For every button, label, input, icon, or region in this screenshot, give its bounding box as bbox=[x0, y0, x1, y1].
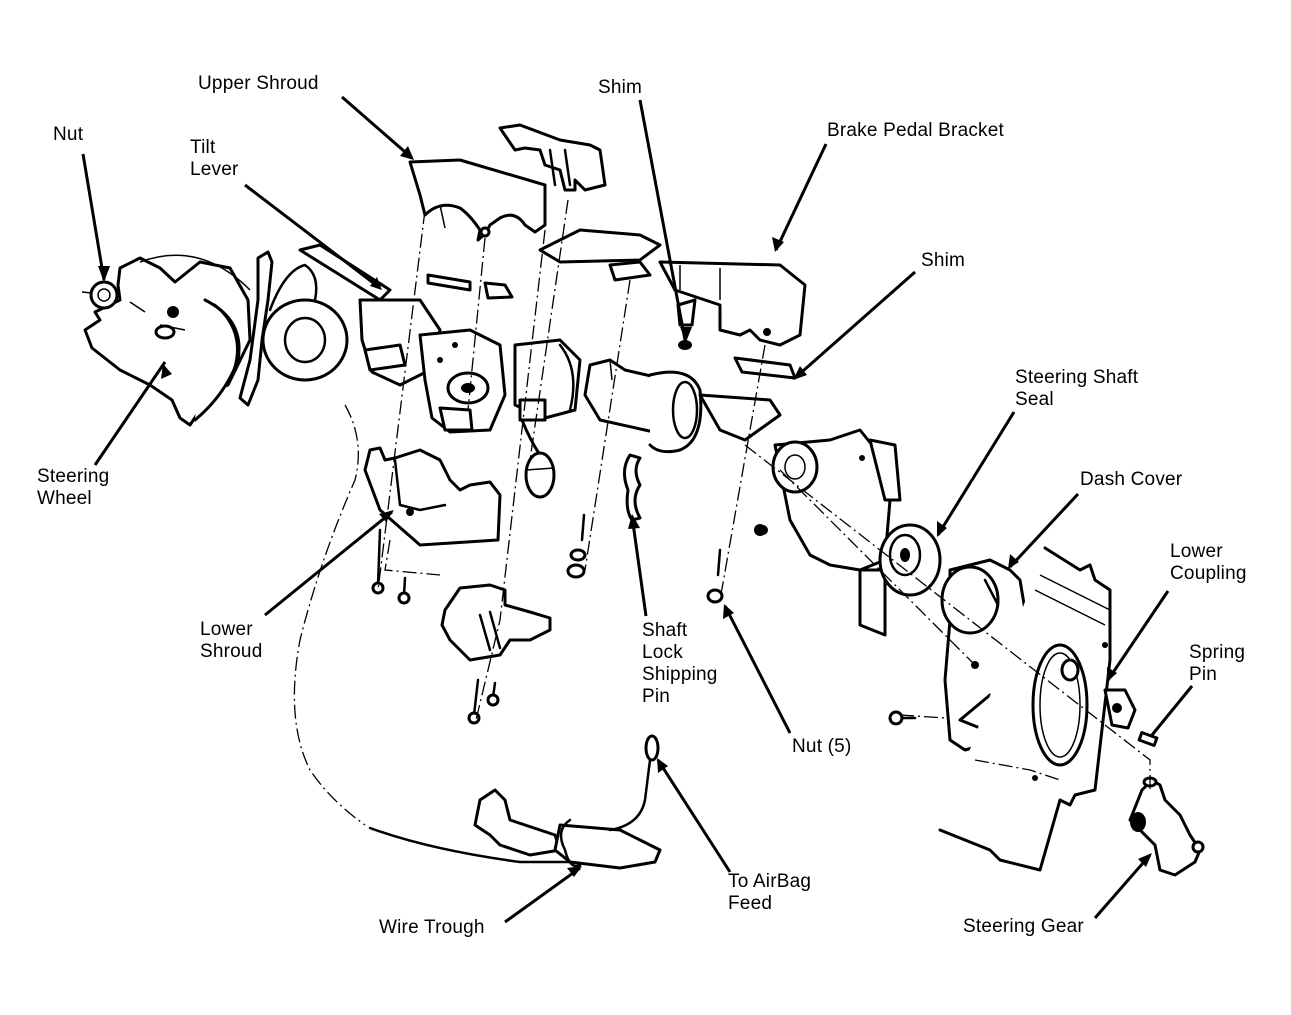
label-nut-5: Nut (5) bbox=[792, 736, 852, 757]
lower-bracket-part bbox=[440, 583, 552, 662]
clip-parts bbox=[426, 273, 514, 300]
wire-path bbox=[293, 404, 366, 826]
leader-dash-cover bbox=[1008, 492, 1080, 569]
column-jacket-part bbox=[583, 358, 782, 454]
steering-gear-part bbox=[1128, 776, 1205, 877]
bolt-part bbox=[888, 710, 917, 726]
steering-wheel-part bbox=[83, 254, 252, 427]
label-steering-gear: Steering Gear bbox=[963, 916, 1084, 937]
shipping-pin-part bbox=[623, 453, 642, 522]
leader-nut-5 bbox=[723, 605, 792, 734]
leader-shim-top bbox=[638, 99, 687, 341]
label-to-airbag-feed: To AirBag Feed bbox=[728, 871, 812, 914]
label-shim-top: Shim bbox=[598, 77, 643, 98]
shroud-cover-part bbox=[498, 123, 607, 192]
leader-lower-coupling bbox=[1106, 590, 1170, 681]
label-lower-shroud: Lower Shroud bbox=[200, 619, 263, 662]
nut-part bbox=[81, 280, 119, 310]
leader-brake-pedal-bracket bbox=[774, 143, 828, 251]
leader-tilt-lever bbox=[244, 183, 381, 290]
label-steering-shaft-seal: Steering Shaft Seal bbox=[1015, 367, 1139, 410]
leader-shipping-pin bbox=[630, 515, 648, 617]
leader-shim-right bbox=[794, 270, 916, 380]
tilt-head-part bbox=[238, 243, 442, 407]
lower-shroud-part bbox=[363, 446, 502, 547]
shim-part-top bbox=[676, 298, 697, 350]
leader-arrowheads bbox=[98, 146, 1152, 877]
shim-part-right bbox=[733, 356, 797, 380]
leader-lower-shroud bbox=[264, 510, 393, 617]
leader-steering-gear bbox=[1093, 854, 1152, 919]
label-shaft-lock-shipping-pin: Shaft Lock Shipping Pin bbox=[642, 620, 718, 707]
assembly-centerlines bbox=[377, 199, 1151, 790]
leader-wire-trough bbox=[504, 866, 581, 924]
lower-coupling-part bbox=[1103, 688, 1137, 730]
label-tilt-lever: Tilt Lever bbox=[190, 137, 239, 180]
label-spring-pin: Spring Pin bbox=[1189, 642, 1246, 685]
bulkhead-panel-part bbox=[938, 546, 1112, 872]
bearing-housing-part bbox=[754, 428, 902, 637]
leader-spring-pin bbox=[1150, 685, 1194, 736]
label-upper-shroud: Upper Shroud bbox=[198, 73, 319, 94]
leader-steering-shaft-seal bbox=[936, 411, 1016, 536]
switch-assembly-part bbox=[513, 338, 582, 499]
leader-nut bbox=[81, 153, 106, 281]
label-nut: Nut bbox=[53, 124, 84, 145]
wheel-hole bbox=[167, 306, 179, 318]
upper-shroud-part bbox=[408, 158, 547, 242]
leader-upper-shroud bbox=[341, 95, 413, 160]
label-shim-right: Shim bbox=[921, 250, 966, 271]
leader-to-airbag-feed bbox=[656, 759, 732, 873]
label-steering-wheel: Steering Wheel bbox=[37, 466, 110, 509]
screws bbox=[371, 513, 768, 725]
lock-housing-part bbox=[418, 328, 507, 434]
label-brake-pedal-bracket: Brake Pedal Bracket bbox=[827, 120, 1004, 141]
label-lower-coupling: Lower Coupling bbox=[1170, 541, 1247, 584]
leader-steering-wheel bbox=[93, 361, 167, 466]
spring-pin-part bbox=[1137, 731, 1159, 747]
label-dash-cover: Dash Cover bbox=[1080, 469, 1183, 490]
brake-pedal-bracket-part bbox=[538, 228, 807, 347]
wire-trough-part bbox=[368, 734, 662, 870]
steering-shaft-seal-part bbox=[878, 523, 942, 597]
label-wire-trough: Wire Trough bbox=[379, 917, 485, 938]
